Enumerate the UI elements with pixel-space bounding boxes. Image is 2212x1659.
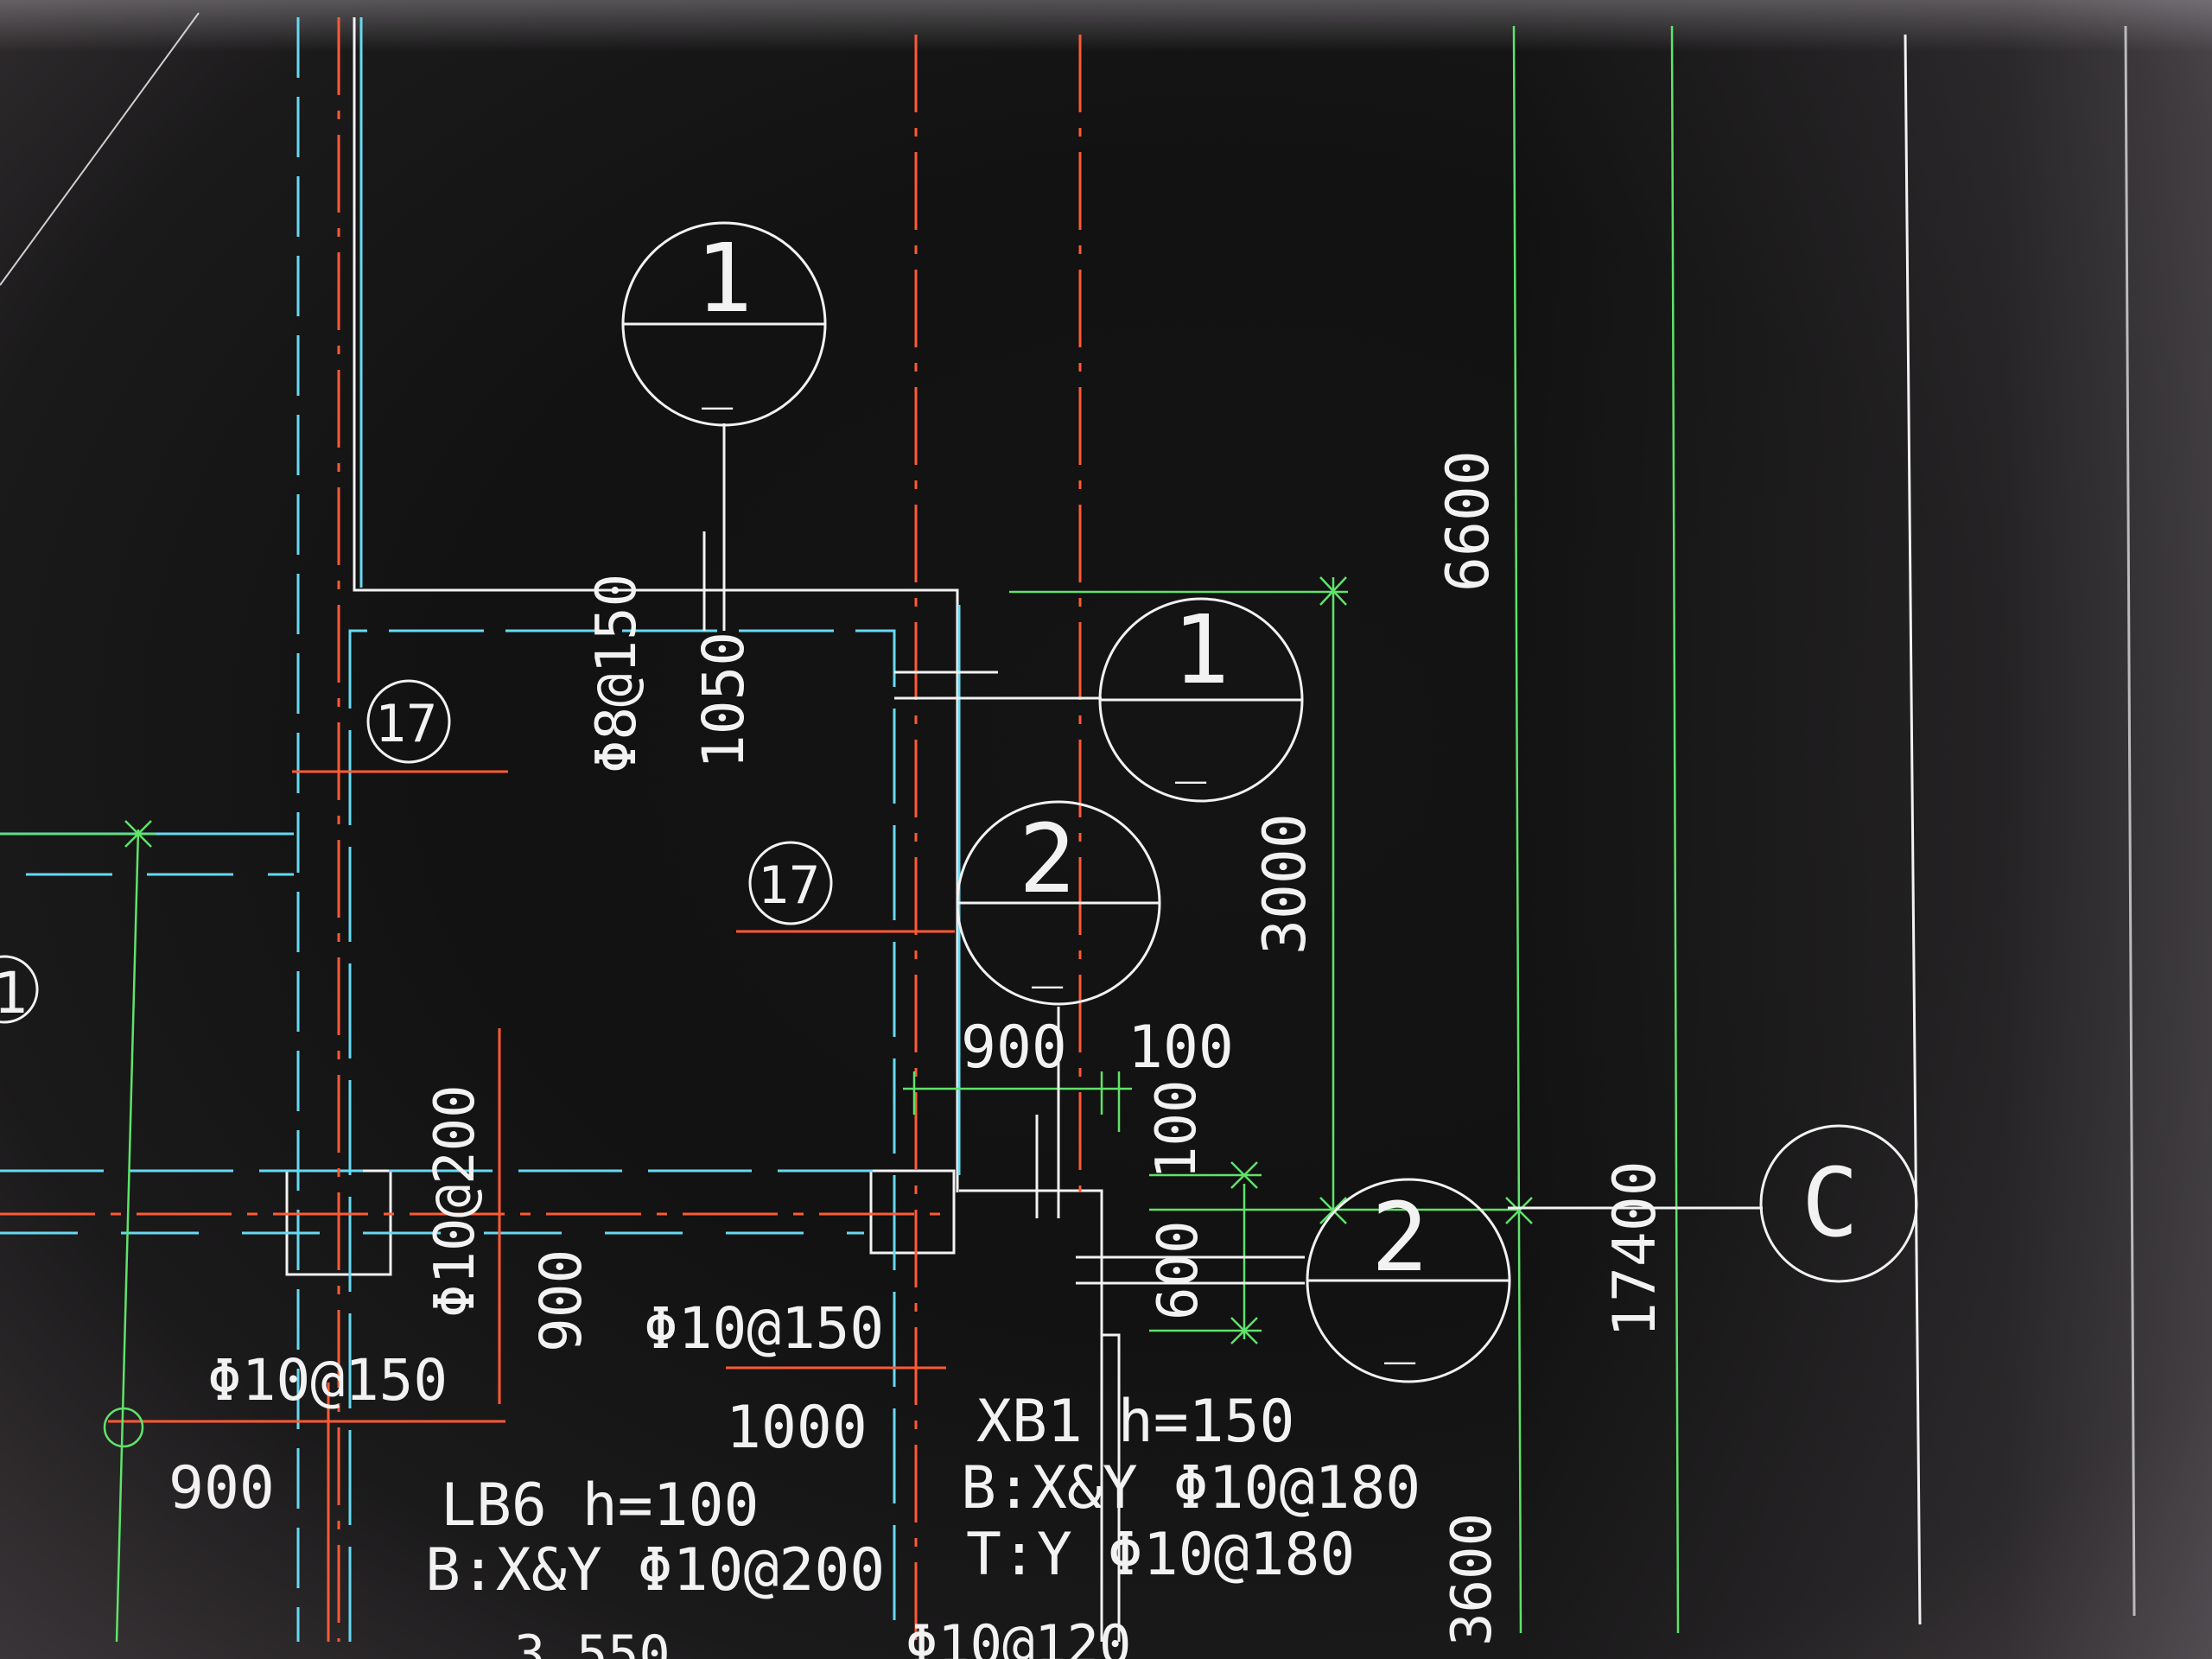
room-tag-left-circle[interactable] [366, 679, 451, 764]
green-lines [0, 25, 1680, 1643]
section-mark-top-sub: _ [702, 350, 734, 410]
room-tag-mid-number: 17 [758, 855, 820, 916]
rebar-phi10-150-mid: Φ10@150 [644, 1295, 884, 1362]
tick-x-600b [1230, 1317, 1258, 1344]
dim-1050: 1050 [690, 632, 757, 769]
section-mark-low-2[interactable] [1306, 1178, 1511, 1383]
dim-900-left: 900 [168, 1454, 275, 1522]
dim-600: 600 [1147, 1220, 1211, 1320]
section-mark-low2-sub: _ [1384, 1305, 1416, 1365]
slab-bottom-cut: 3.550 [514, 1624, 671, 1659]
dim-3000: 3000 [1251, 813, 1319, 955]
red-centerlines [0, 17, 1082, 1642]
rebar-phi10-150-left: Φ10@150 [207, 1347, 448, 1414]
slab-xb1-top: T:Y Φ10@180 [966, 1521, 1355, 1589]
frame-line-far-right [2124, 25, 2136, 1617]
section-mark-left-number: 1 [0, 960, 28, 1027]
section-mark-mid-1[interactable] [1098, 597, 1304, 803]
rebar-phi8-150: Φ8@150 [585, 574, 649, 773]
dimension-ticks [124, 576, 1533, 1344]
rebar-phi10-120: Φ10@120 [906, 1613, 1131, 1659]
dim-100-top: 100 [1128, 1014, 1234, 1082]
wall-outline-upper [353, 17, 959, 1192]
dim-1000: 1000 [726, 1394, 868, 1462]
tick-x-right [1505, 1197, 1533, 1224]
wall-lines [285, 17, 2136, 1642]
section-mark-top-number: 1 [696, 223, 753, 334]
tick-x-600a [1230, 1161, 1258, 1189]
frame-line-right [1904, 34, 1922, 1625]
section-mark-left-partial [0, 955, 39, 1024]
room-tag-mid-circle[interactable] [748, 841, 833, 925]
dim-6600: 6600 [1434, 450, 1503, 592]
dim-17400: 17400 [1601, 1160, 1669, 1338]
section-mark-top[interactable] [621, 221, 827, 427]
column-box-mid [869, 1169, 956, 1255]
slab-lb6-name: LB6 h=100 [441, 1471, 759, 1540]
slab-lb6-bottom: B:X&Y Φ10@200 [425, 1536, 885, 1605]
dim-900-top: 900 [961, 1014, 1067, 1082]
dim-3600: 3600 [1440, 1513, 1504, 1646]
rebar-phi10-200: Φ10@200 [423, 1084, 487, 1318]
section-mark-mid1-sub: _ [1175, 724, 1207, 785]
grid-line-1 [1512, 25, 1522, 1634]
dim-100-side: 100 [1145, 1079, 1209, 1179]
dim-900-mid: 900 [528, 1249, 594, 1352]
section-mark-low2-number: 2 [1371, 1182, 1428, 1293]
grid-node-circle [103, 1407, 144, 1448]
axis-bubble-c-label: C [1802, 1147, 1859, 1258]
grid-line-2 [1670, 25, 1680, 1634]
axis-bubble-c[interactable] [1759, 1124, 1918, 1283]
slab-xb1-bottom: B:X&Y Φ10@180 [961, 1454, 1421, 1522]
slab-xb1-name: XB1 h=150 [976, 1388, 1294, 1456]
section-mark-mid2-sub: _ [1032, 929, 1064, 989]
grid-line-left [115, 829, 140, 1643]
diagonal-line [0, 12, 200, 286]
leader-lines [702, 423, 1763, 1285]
cyan-outline [348, 629, 896, 1642]
section-mark-mid1-number: 1 [1173, 594, 1230, 705]
room-tag-left-number: 17 [375, 694, 437, 754]
section-mark-mid-2[interactable] [956, 800, 1161, 1006]
section-mark-mid2-number: 2 [1019, 804, 1076, 914]
tick-x-top [1319, 576, 1347, 606]
tick-x-mid [1319, 1197, 1347, 1224]
tick-x-left [124, 820, 152, 848]
